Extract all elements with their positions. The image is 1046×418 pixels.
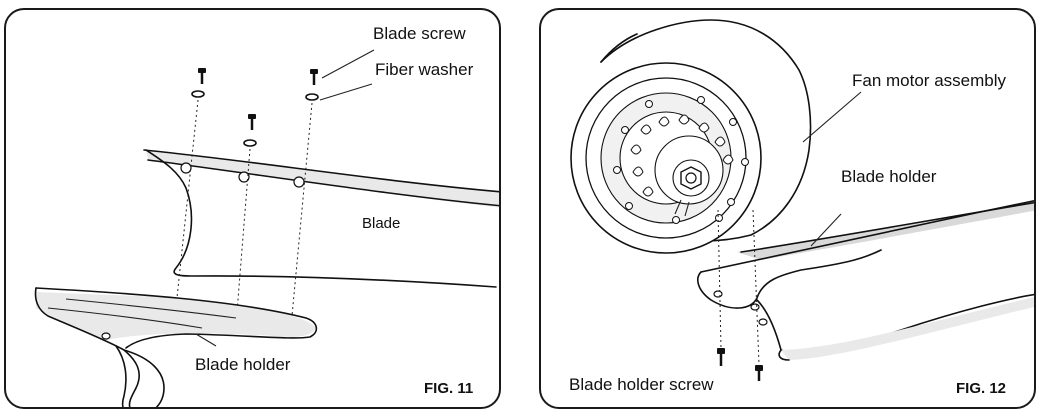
blade-screw-1: [198, 68, 206, 84]
blade-drawing: [143, 149, 499, 288]
fan-motor-assembly-label: Fan motor assembly: [852, 71, 1006, 90]
blade-screw-2: [310, 69, 318, 85]
figure-number-2: FIG. 12: [956, 380, 1007, 397]
blade-holder-label-2: Blade holder: [841, 167, 937, 186]
screws-washers: [175, 49, 375, 317]
fan-motor-assembly-drawing: [570, 19, 862, 254]
blade-holder-drawing: [34, 287, 318, 407]
figure-11-illustration: [34, 49, 499, 407]
blade-holder-screw-label: Blade holder screw: [569, 375, 714, 394]
blade-holder-screw-1: [717, 348, 725, 366]
blade-label: Blade: [362, 215, 401, 232]
fiber-washer-label: Fiber washer: [375, 60, 474, 79]
blade-screw-3: [248, 114, 256, 130]
figure-number: FIG. 11: [424, 380, 474, 397]
blade-screw-label: Blade screw: [373, 24, 466, 43]
figure-12-panel: Fan motor assembly Blade holder Blade ho…: [539, 8, 1036, 409]
figure-12-illustration: [570, 19, 1034, 381]
blade-holder-label: Blade holder: [195, 355, 291, 374]
blade-holder-screw-2: [755, 365, 763, 381]
blade-holder-drawing-2: [697, 200, 1034, 381]
figure-11-panel: Blade screw Fiber washer Blade Blade hol…: [4, 8, 501, 409]
